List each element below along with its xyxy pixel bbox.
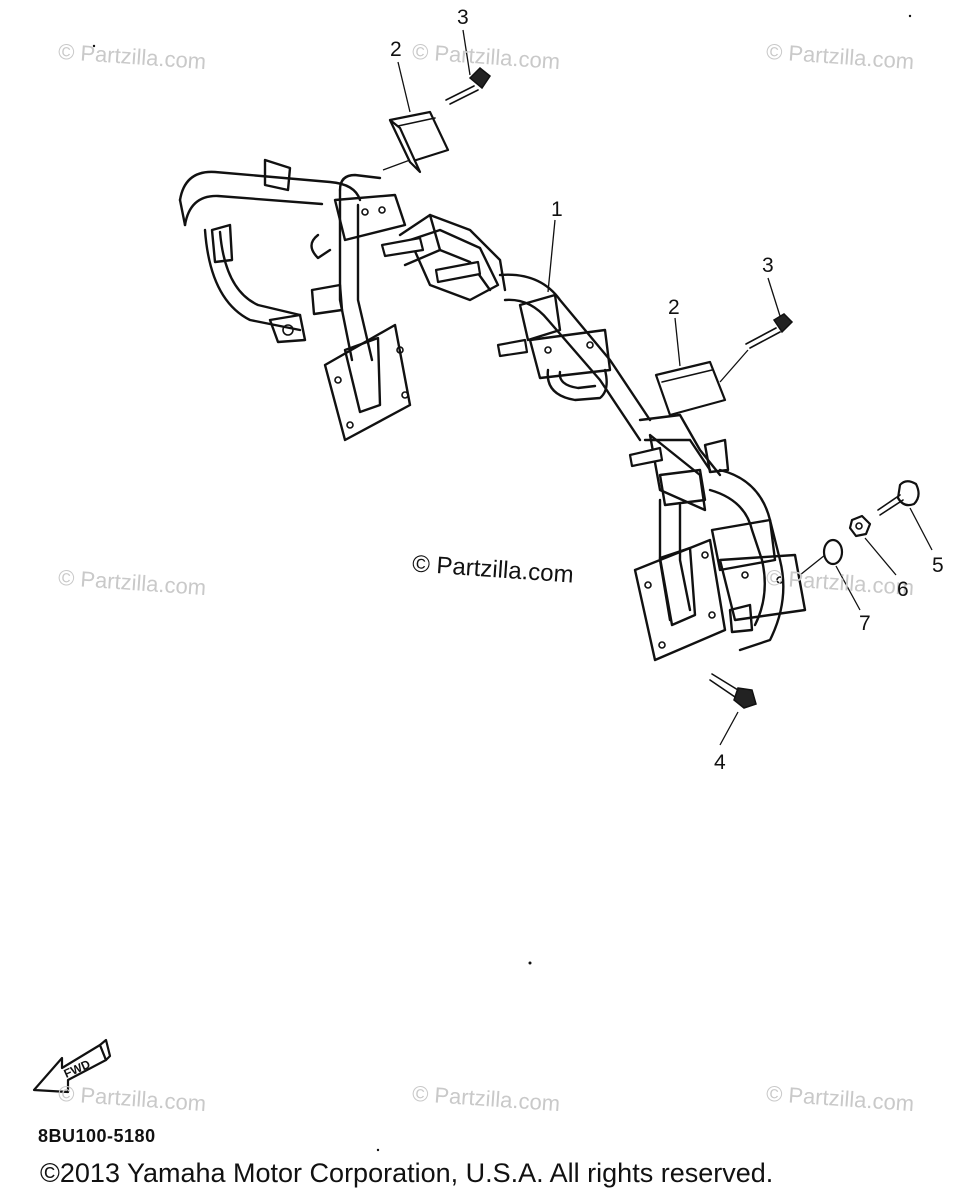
callout-4: 4 bbox=[714, 751, 726, 774]
fwd-arrow-icon bbox=[32, 1038, 112, 1094]
part-6-nut bbox=[848, 514, 872, 538]
leader-lines bbox=[382, 29, 933, 746]
callout-2-lower: 2 bbox=[668, 296, 680, 319]
part-3-lower-bolt bbox=[745, 313, 794, 349]
copyright-notice: ©2013 Yamaha Motor Corporation, U.S.A. A… bbox=[40, 1158, 774, 1188]
callout-3-lower: 3 bbox=[762, 254, 774, 277]
part-3-upper-bolt bbox=[445, 66, 492, 105]
callout-1: 1 bbox=[551, 198, 563, 221]
frame-assembly bbox=[178, 158, 807, 662]
callout-3-upper: 3 bbox=[457, 6, 469, 29]
part-2-lower-pad bbox=[654, 360, 727, 417]
part-4-bolt bbox=[709, 673, 757, 709]
callout-5: 5 bbox=[932, 554, 944, 577]
callout-7: 7 bbox=[859, 612, 871, 635]
part-7-washer bbox=[822, 538, 844, 566]
diagram-code: 8BU100-5180 bbox=[38, 1126, 156, 1146]
callout-2-upper: 2 bbox=[390, 38, 402, 61]
part-2-upper-pad bbox=[388, 110, 450, 174]
callout-6: 6 bbox=[897, 578, 909, 601]
fwd-label: FWD bbox=[62, 1057, 93, 1081]
part-5-bolt bbox=[877, 480, 920, 516]
